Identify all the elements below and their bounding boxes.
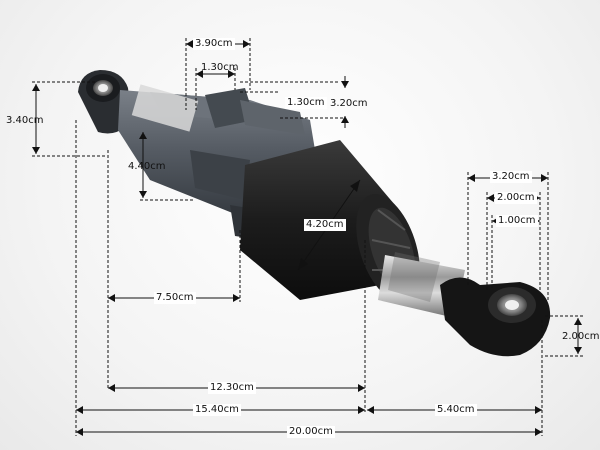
dim-right-eye-outer: 3.20cm — [490, 171, 532, 183]
dim-overall-length: 20.00cm — [287, 426, 335, 438]
dim-top-inner: 1.30cm — [285, 97, 327, 109]
right-eye-mount — [440, 277, 551, 357]
dim-left-to-black-end: 15.40cm — [193, 404, 241, 416]
dim-top-small: 1.30cm — [201, 62, 239, 73]
dim-top-height: 3.20cm — [330, 98, 368, 109]
dim-rod-length: 5.40cm — [435, 404, 477, 416]
shock-absorber — [78, 70, 551, 357]
dim-gray-to-mount: 7.50cm — [154, 292, 196, 304]
left-eye-mount — [78, 70, 132, 134]
dim-black-diameter: 4.20cm — [304, 219, 346, 231]
dim-right-eye-height: 2.00cm — [562, 331, 600, 342]
dim-gray-height: 4.40cm — [128, 161, 166, 172]
dim-eye-to-black: 12.30cm — [208, 382, 256, 394]
dim-top-width: 3.90cm — [193, 38, 235, 50]
dim-right-eye-mid: 2.00cm — [495, 192, 537, 204]
dim-left-eye-height: 3.40cm — [6, 115, 44, 126]
dim-right-eye-inner: 1.00cm — [496, 215, 538, 227]
